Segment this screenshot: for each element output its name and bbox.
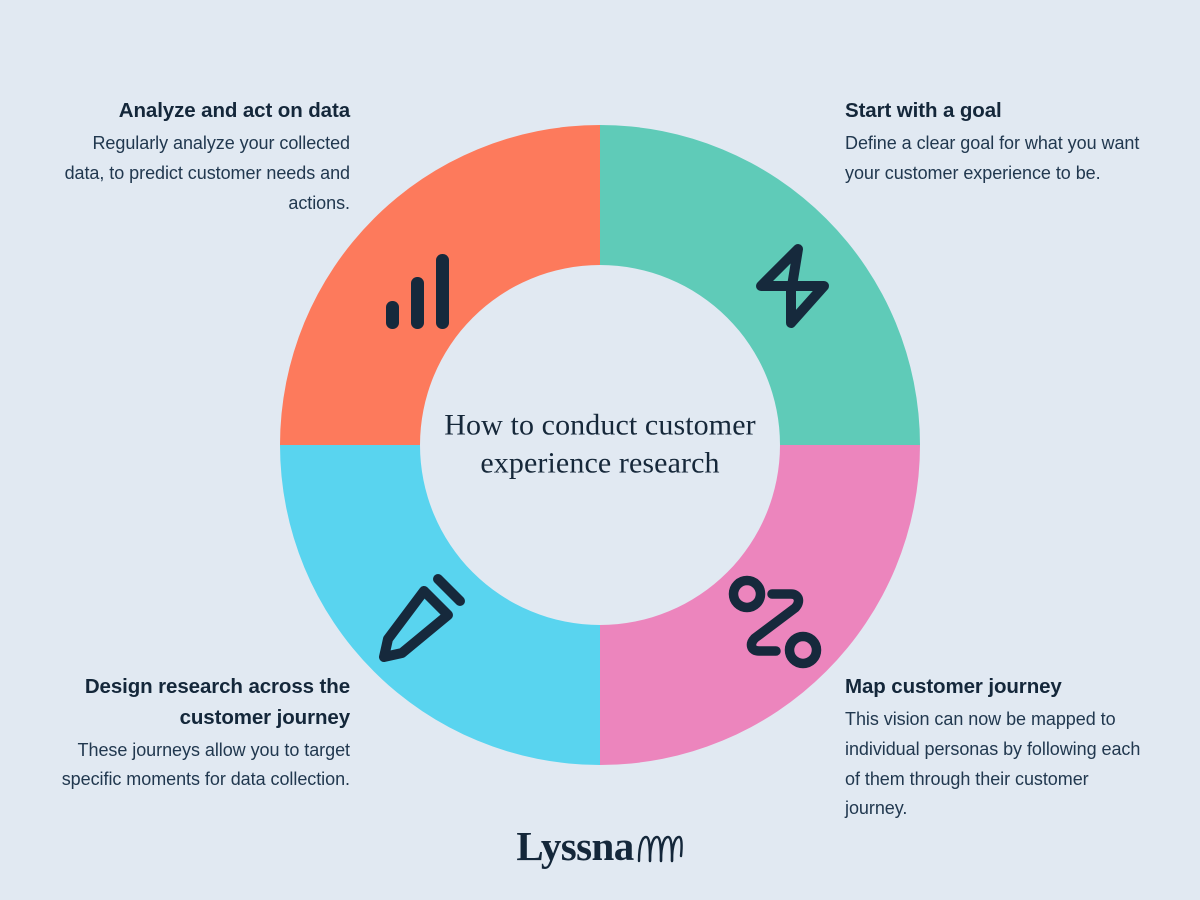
- step-body: Define a clear goal for what you want yo…: [845, 132, 1140, 183]
- step-body: Regularly analyze your collected data, t…: [64, 132, 350, 213]
- wave-squiggle-icon: [637, 835, 683, 863]
- pencil-icon: [372, 565, 474, 667]
- step-heading: Map customer journey: [845, 675, 1062, 698]
- step-label-design-research: Design research across the customer jour…: [48, 672, 350, 795]
- bar-chart-icon: [384, 251, 460, 331]
- journey-route-icon: [725, 572, 825, 672]
- step-heading: Design research across the customer jour…: [84, 675, 350, 729]
- center-title: How to conduct customer experience resea…: [444, 408, 756, 480]
- step-label-map-customer-journey: Map customer journey This vision can now…: [845, 672, 1147, 824]
- brand-name: Lyssna: [516, 823, 634, 869]
- donut-chart: [280, 125, 920, 765]
- step-label-start-with-a-goal: Start with a goal Define a clear goal fo…: [845, 96, 1145, 189]
- lightning-bolt-icon: [748, 243, 834, 329]
- step-heading: Analyze and act on data: [118, 99, 350, 122]
- hatch-decoration: [905, 0, 1200, 540]
- step-label-analyze-and-act: Analyze and act on data Regularly analyz…: [48, 96, 351, 218]
- step-heading: Start with a goal: [845, 99, 1002, 122]
- step-body: This vision can now be mapped to individ…: [845, 708, 1141, 819]
- brand-logo: Lyssna: [0, 826, 1200, 867]
- step-body: These journeys allow you to target speci…: [61, 739, 350, 790]
